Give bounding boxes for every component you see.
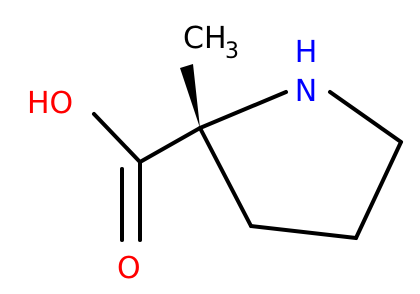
- bond-c4-c3: [249, 224, 358, 240]
- methyl-subscript: 3: [225, 39, 239, 64]
- bond-calpha-ccooh: [138, 126, 202, 164]
- atom-label-amine: H N: [295, 35, 318, 109]
- bond-c3-calpha: [198, 126, 253, 228]
- bond-n-c5: [328, 90, 403, 144]
- amine-nitrogen: N: [295, 74, 317, 109]
- methyl-ch: CH: [183, 21, 227, 56]
- bond-c5-c4: [354, 140, 403, 240]
- atom-label-hydroxyl: HO: [27, 86, 73, 121]
- atom-label-carbonyl-oxygen: O: [117, 251, 141, 286]
- amine-hydrogen: H: [295, 35, 318, 70]
- atom-label-methyl: CH 3: [183, 21, 239, 64]
- wedge-bond-methyl: [180, 64, 200, 128]
- bond-c-oh: [92, 112, 142, 164]
- bond-calpha-n: [198, 90, 288, 130]
